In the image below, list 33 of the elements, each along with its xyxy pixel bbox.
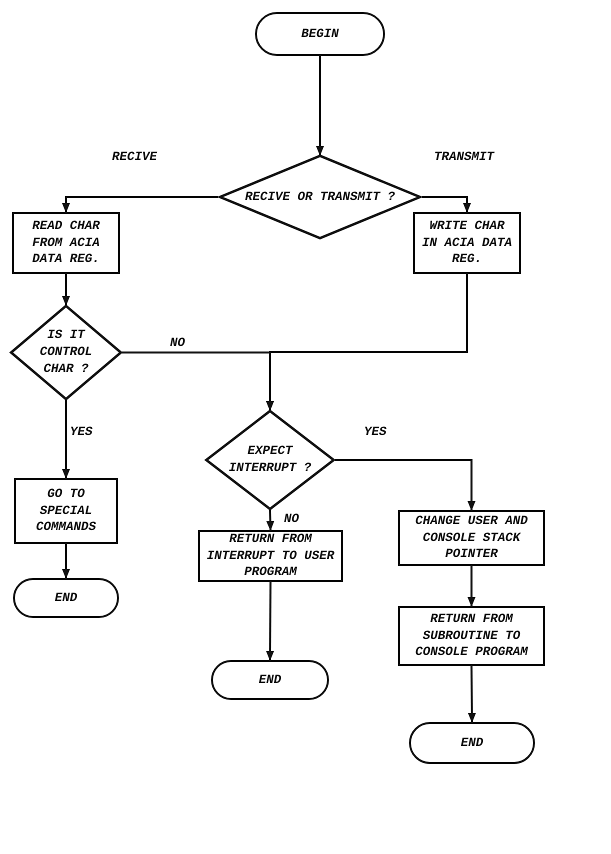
- arrow: [422, 196, 471, 213]
- node-text: READ CHAR FROM ACIA DATA REG.: [31, 218, 101, 268]
- node-text: END: [54, 590, 78, 606]
- decision-diamond: [218, 155, 422, 239]
- arrow: [62, 544, 70, 579]
- arrow: [316, 56, 324, 156]
- arrow: [266, 510, 274, 531]
- arrow: [335, 459, 476, 511]
- node-text: END: [460, 734, 484, 752]
- node-text: IS IT CONTROL CHAR ?: [38, 327, 94, 378]
- node-text: RETURN FROM INTERRUPT TO USER PROGRAM: [206, 530, 336, 582]
- node-text: EXPECT INTERRUPT ?: [228, 443, 312, 477]
- node-text: RETURN FROM SUBROUTINE TO CONSOLE PROGRAM: [414, 610, 529, 662]
- arrow: [62, 400, 70, 479]
- arrow: [266, 582, 274, 661]
- process-box: [398, 606, 545, 666]
- process-box: [398, 510, 545, 566]
- process-box: [14, 478, 118, 544]
- arrow: [266, 274, 468, 411]
- arrow: [468, 566, 476, 607]
- node-text: WRITE CHAR IN ACIA DATA REG.: [420, 218, 513, 268]
- process-box: [413, 212, 521, 274]
- decision-diamond: [10, 305, 122, 400]
- node-text: GO TO SPECIAL COMMANDS: [34, 486, 97, 536]
- node-text: CHANGE USER AND CONSOLE STACK POINTER: [414, 512, 529, 564]
- arrow: [62, 196, 218, 213]
- node-text: BEGIN: [300, 26, 340, 42]
- node-text: END: [258, 672, 282, 688]
- arrow: [468, 666, 476, 723]
- decision-diamond: [205, 410, 335, 510]
- node-text: RECIVE OR TRANSMIT ?: [244, 188, 396, 206]
- arrow: [62, 274, 70, 306]
- process-box: [12, 212, 120, 274]
